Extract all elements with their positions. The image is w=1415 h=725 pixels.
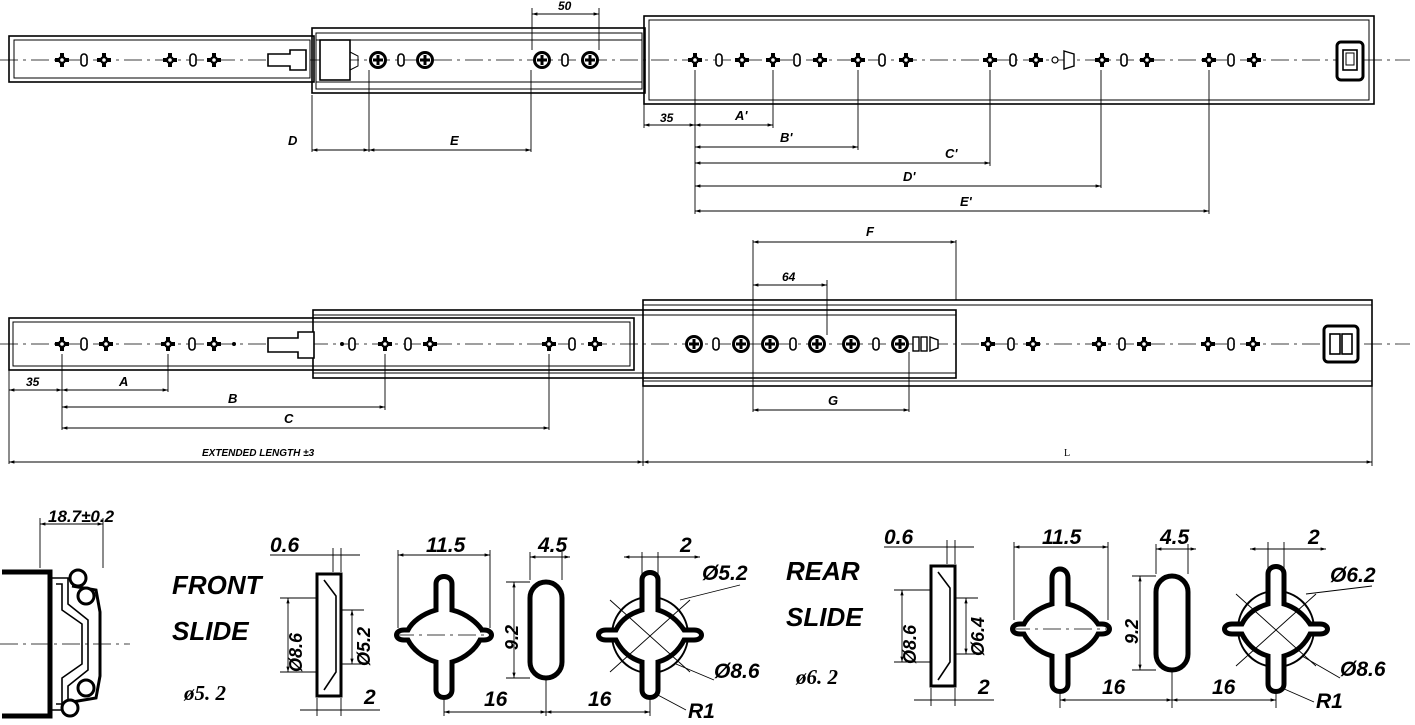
dim-f: F — [866, 224, 875, 239]
bottom-middle-holes — [685, 335, 939, 353]
bottom-dimensions: F 64 G 35 A B C EXTENDED LENGTH ±3 — [8, 224, 1373, 466]
dim-64: 64 — [782, 270, 796, 284]
front-dim-phi52: Ø5.2 — [702, 562, 748, 585]
front-dim-5-2: Ø5.2 — [354, 627, 374, 666]
rear-dim-2b: 2 — [1307, 526, 1320, 549]
front-round-cross-profile — [596, 570, 704, 700]
rear-cross-profile — [1010, 566, 1112, 694]
dim-l: L — [1064, 448, 1070, 459]
dim-b: B — [228, 391, 237, 406]
dim-d-prime: D' — [903, 169, 916, 184]
bottom-outer-member — [642, 299, 1373, 387]
rear-dim-8-6: Ø8.6 — [900, 624, 920, 664]
dim-g: G — [828, 393, 838, 408]
front-dim-8-6: Ø8.6 — [286, 632, 306, 672]
dim-extended-length: EXTENDED LENGTH ±3 — [202, 448, 315, 459]
front-cross-profile — [394, 574, 494, 700]
bottom-inner-holes — [55, 337, 602, 351]
front-dim-phi86: Ø8.6 — [714, 660, 760, 683]
dim-e: E — [450, 133, 459, 148]
bottom-latch-tab — [267, 331, 315, 359]
dim-a: A — [118, 374, 128, 389]
dim-35-top: 35 — [660, 111, 674, 125]
profile-section: 18.7±0.2 — [0, 507, 130, 719]
rear-round-cross-profile — [1222, 564, 1330, 694]
front-dim-2b: 2 — [679, 534, 692, 557]
rear-title-1: REAR — [786, 556, 860, 586]
rear-side-section — [929, 564, 957, 688]
bottom-inner-member — [8, 317, 635, 371]
top-latch-tab — [267, 49, 307, 71]
rear-title-2: SLIDE — [786, 602, 863, 632]
front-title-1: FRONT — [172, 570, 264, 600]
dim-e-prime: E' — [960, 194, 973, 209]
rear-dim-r1: R1 — [1316, 690, 1343, 713]
rear-dim-0-6: 0.6 — [884, 526, 914, 549]
top-middle-holes — [369, 51, 599, 69]
profile-width: 18.7±0.2 — [48, 507, 115, 526]
rear-dim-phi86: Ø8.6 — [1340, 658, 1386, 681]
front-dim-11-5: 11.5 — [426, 534, 466, 557]
rear-dim-2: 2 — [977, 676, 990, 699]
top-dimensions: 50 D E 35 A' B' C' D' E' — [288, 0, 1210, 214]
dim-d: D — [288, 133, 298, 148]
top-inner-member — [8, 35, 315, 83]
rear-dim-4-5: 4.5 — [1159, 526, 1190, 549]
front-dim-16a: 16 — [484, 688, 508, 711]
dim-50: 50 — [558, 0, 572, 13]
front-side-section — [315, 572, 343, 698]
top-rear-bracket — [1335, 40, 1365, 82]
rear-slide-detail: REAR SLIDE ø6. 2 0.6 Ø8.6 Ø6.4 2 11.5 4.… — [786, 526, 1386, 713]
rear-dim-16b: 16 — [1212, 676, 1236, 699]
front-dim-9-2: 9.2 — [502, 625, 522, 650]
rear-slot-profile — [1153, 573, 1191, 673]
dim-c-prime: C' — [945, 146, 958, 161]
rear-hole-size: ø6. 2 — [795, 665, 839, 689]
top-outer-member — [643, 15, 1375, 105]
front-slot-profile — [527, 579, 565, 681]
front-dim-2: 2 — [363, 686, 376, 709]
front-dim-4-5: 4.5 — [537, 534, 568, 557]
bottom-rear-bracket — [1322, 324, 1360, 364]
bottom-slide-view: F 64 G 35 A B C EXTENDED LENGTH ±3 — [0, 224, 1410, 466]
front-dim-r1: R1 — [688, 700, 715, 723]
top-ball-stop — [319, 39, 351, 81]
dim-35-bottom: 35 — [26, 375, 40, 389]
top-slide-view: 50 D E 35 A' B' C' D' E' — [0, 0, 1410, 214]
top-middle-member — [311, 27, 646, 94]
front-slide-detail: FRONT SLIDE ø5. 2 0.6 Ø8.6 Ø5.2 2 11.5 — [172, 534, 760, 723]
rear-dim-6-4: Ø6.4 — [968, 617, 988, 656]
rear-dim-16a: 16 — [1102, 676, 1126, 699]
front-dim-0-6: 0.6 — [270, 534, 300, 557]
top-outer-holes — [688, 50, 1261, 70]
dim-a-prime: A' — [734, 108, 748, 123]
dim-c: C — [284, 411, 294, 426]
rear-dim-11-5: 11.5 — [1042, 526, 1082, 549]
front-dim-16b: 16 — [588, 688, 612, 711]
rear-dim-9-2: 9.2 — [1122, 619, 1142, 644]
profile-outer — [2, 569, 53, 719]
dim-b-prime: B' — [780, 130, 793, 145]
front-title-2: SLIDE — [172, 616, 249, 646]
front-hole-size: ø5. 2 — [183, 681, 227, 705]
rear-dim-phi62: Ø6.2 — [1330, 564, 1376, 587]
